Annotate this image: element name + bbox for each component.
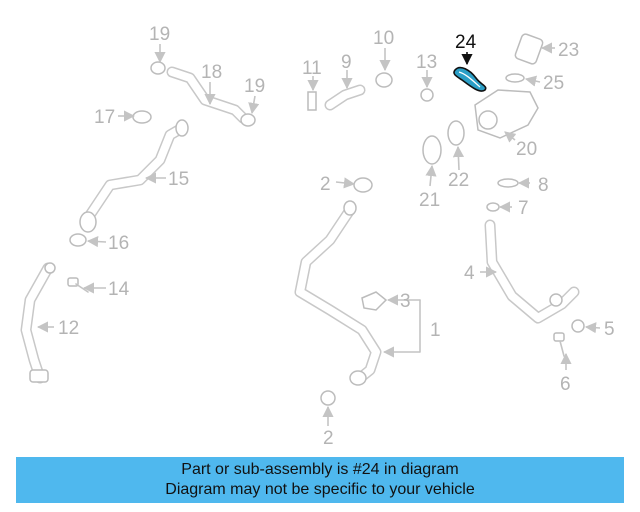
info-banner: Part or sub-assembly is #24 in diagram D… <box>16 457 624 503</box>
callout-18: 18 <box>201 62 222 83</box>
callout-14: 14 <box>108 279 130 300</box>
part-19-clamp-a <box>150 61 166 75</box>
part-12-pipe <box>20 262 56 384</box>
callout-10: 10 <box>373 28 394 49</box>
part-8-gasket <box>497 178 519 188</box>
callout-9: 9 <box>341 52 352 73</box>
callout-11: 11 <box>302 58 322 79</box>
banner-line-part: Part or sub-assembly is #24 in diagram <box>181 461 459 478</box>
callout-1: 1 <box>430 320 441 341</box>
part-16-clamp <box>69 233 87 247</box>
callout-21: 21 <box>419 190 440 211</box>
callout-23: 23 <box>558 40 579 61</box>
callout-19-right: 19 <box>244 76 265 97</box>
callout-25: 25 <box>543 73 564 94</box>
part-9-hose <box>324 84 366 111</box>
part-23-sensor <box>514 33 544 65</box>
callout-labels: 1 2 2 3 4 5 6 7 8 9 10 11 12 13 14 15 16… <box>58 24 615 449</box>
part-21-gasket <box>422 135 442 165</box>
callout-7: 7 <box>518 198 529 219</box>
part-6-bolt <box>553 332 565 357</box>
part-22-gasket <box>447 120 465 146</box>
part-25-oring <box>505 73 525 83</box>
callout-2-bottom: 2 <box>323 428 334 449</box>
part-17-clamp <box>132 110 152 124</box>
callout-4: 4 <box>464 263 475 284</box>
callout-5: 5 <box>604 319 615 340</box>
part-19-clamp-b <box>240 113 256 127</box>
callout-24-highlighted: 24 <box>455 32 477 53</box>
part-1-hose <box>294 200 382 386</box>
part-2-clamp-a <box>353 177 373 193</box>
part-7-oring <box>486 202 500 212</box>
parts-diagram: 1 2 2 3 4 5 6 7 8 9 10 11 12 13 14 15 16… <box>20 24 615 449</box>
part-11 <box>307 91 317 111</box>
part-5-nut <box>571 319 585 333</box>
callout-22: 22 <box>448 170 469 191</box>
part-2-clamp-b <box>320 390 336 406</box>
banner-line-disclaimer: Diagram may not be specific to your vehi… <box>165 481 475 498</box>
callout-13: 13 <box>416 52 437 73</box>
callout-15: 15 <box>168 169 189 190</box>
part-14-bolt <box>67 277 89 293</box>
part-10-clamp <box>375 72 393 88</box>
callout-2-top: 2 <box>320 174 331 195</box>
callout-8: 8 <box>538 175 549 196</box>
part-3-bracket <box>361 291 388 311</box>
part-13-washer <box>420 88 434 102</box>
callout-6: 6 <box>560 374 571 395</box>
callout-3: 3 <box>400 291 411 312</box>
callout-19-left: 19 <box>149 24 170 45</box>
callout-16: 16 <box>108 233 129 254</box>
part-15-hose <box>79 119 189 233</box>
callout-17: 17 <box>94 107 115 128</box>
callout-12: 12 <box>58 318 79 339</box>
part-20-housing <box>474 89 539 139</box>
leader-lines <box>36 42 601 426</box>
part-24-highlighted <box>453 66 487 92</box>
callout-20: 20 <box>516 139 537 160</box>
part-4-pipe <box>484 219 580 324</box>
